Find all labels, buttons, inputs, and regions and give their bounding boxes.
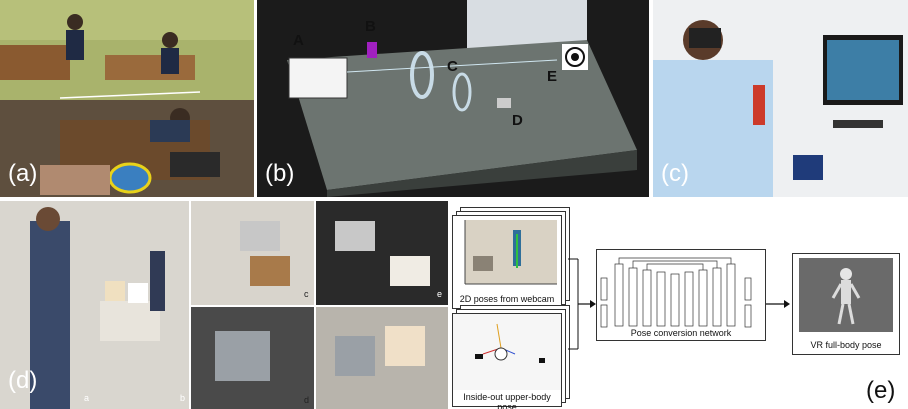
pipeline-arrows [568,258,790,350]
panel-label-d: (d) [8,367,38,394]
sublabel-b: b [180,393,186,403]
insideout-frame: Inside-out upper-body pose [452,313,562,409]
network-layers [600,257,752,328]
marker-E: E [547,68,558,85]
lab-scene [653,0,908,197]
vr-full-body-output: VR full-body pose [792,253,900,355]
sublabel-c: c [304,289,309,299]
marker-A: A [293,32,304,49]
insideout-caption: Inside-out upper-body pose [463,392,551,409]
panel-d-cube-study: (d) a b c d e [0,201,448,409]
panel-label-e: (e) [866,377,896,404]
marker-D: D [512,112,523,129]
avatar-render [799,258,893,332]
sublabel-e: e [437,289,443,299]
webcam-caption: 2D poses from webcam [459,294,555,304]
panel-b-optics-bench: (b) A B C D E [257,0,649,197]
sublabel-d: d [304,395,310,405]
marker-C: C [447,58,458,75]
pose-conversion-network: Pose conversion network [596,249,766,341]
output-caption: VR full-body pose [810,340,882,350]
marker-B: B [365,18,376,35]
insideout-image [453,314,561,390]
panel-e-pose-pipeline: 2D poses from webcam Inside-out upper-bo… [450,201,908,409]
webcam-frame: 2D poses from webcam [452,215,562,309]
network-caption: Pose conversion network [630,328,732,338]
panel-c-lab-user: (c) [653,0,908,197]
panel-a-classroom: (a) [0,0,254,197]
panel-label-c: (c) [661,160,689,187]
sublabel-a: a [84,393,90,403]
cube-study-scene [0,201,448,409]
panel-label-b: (b) [265,160,295,187]
panel-label-a: (a) [8,160,38,187]
optics-scene [257,0,649,197]
classroom-scene [0,0,254,197]
webcam-image [464,220,557,285]
